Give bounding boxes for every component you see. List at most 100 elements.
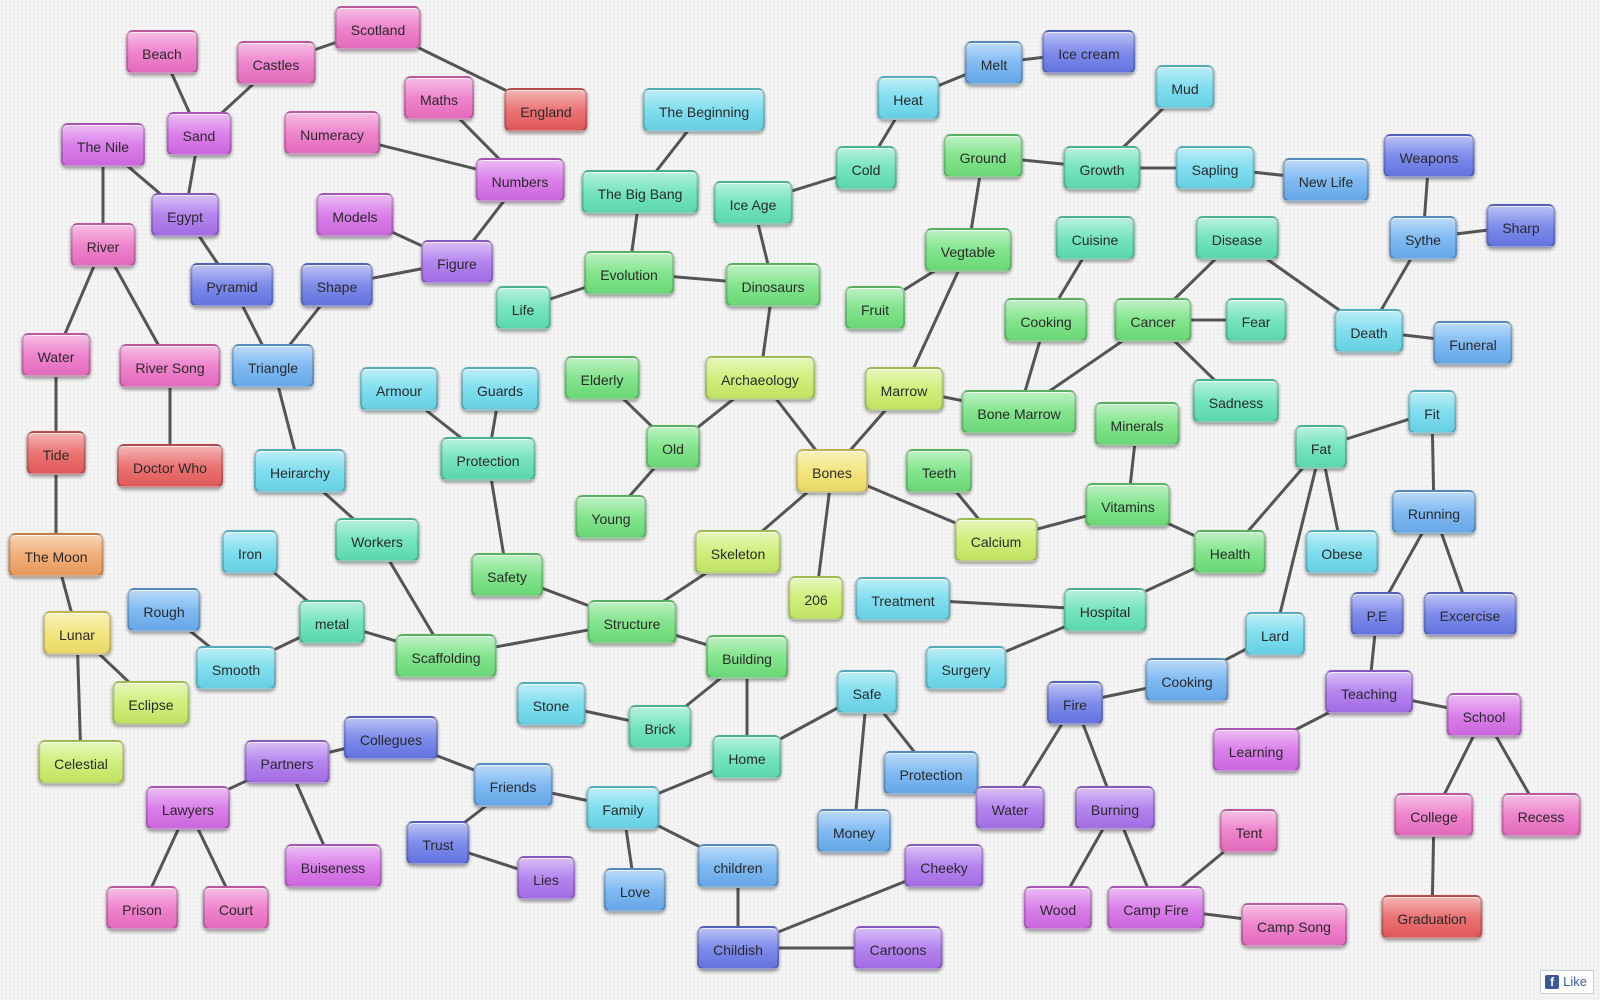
node-court[interactable]: Court xyxy=(202,886,270,930)
node-buiseness[interactable]: Buiseness xyxy=(284,844,382,888)
node-safety[interactable]: Safety xyxy=(471,553,543,597)
node-archaeology[interactable]: Archaeology xyxy=(705,356,815,400)
node-cancer[interactable]: Cancer xyxy=(1114,298,1192,342)
node-egypt[interactable]: Egypt xyxy=(151,193,219,237)
node-young[interactable]: Young xyxy=(575,495,647,539)
node-newlife[interactable]: New Life xyxy=(1282,158,1370,202)
node-lawyers[interactable]: Lawyers xyxy=(145,786,231,830)
node-heirarchy[interactable]: Heirarchy xyxy=(254,449,346,493)
node-n206[interactable]: 206 xyxy=(788,576,844,620)
node-workers[interactable]: Workers xyxy=(335,518,419,562)
node-melt[interactable]: Melt xyxy=(964,41,1024,85)
node-fear[interactable]: Fear xyxy=(1225,298,1287,342)
node-growth[interactable]: Growth xyxy=(1063,146,1141,190)
node-home[interactable]: Home xyxy=(712,735,782,779)
node-vegtable[interactable]: Vegtable xyxy=(924,228,1012,272)
node-pe[interactable]: P.E xyxy=(1350,592,1404,636)
node-ground[interactable]: Ground xyxy=(943,134,1023,178)
node-vitamins[interactable]: Vitamins xyxy=(1085,483,1171,527)
node-water2[interactable]: Water xyxy=(975,786,1045,830)
node-fire[interactable]: Fire xyxy=(1046,681,1104,725)
node-disease[interactable]: Disease xyxy=(1195,216,1279,260)
node-recess[interactable]: Recess xyxy=(1501,793,1581,837)
node-teaching[interactable]: Teaching xyxy=(1324,670,1414,714)
node-cold[interactable]: Cold xyxy=(835,146,897,190)
node-stone[interactable]: Stone xyxy=(516,682,586,726)
node-treatment[interactable]: Treatment xyxy=(855,577,951,621)
node-iron[interactable]: Iron xyxy=(221,530,279,574)
node-running[interactable]: Running xyxy=(1391,490,1477,534)
node-shape[interactable]: Shape xyxy=(300,263,374,307)
node-doctorwho[interactable]: Doctor Who xyxy=(117,444,223,488)
node-water1[interactable]: Water xyxy=(21,333,91,377)
node-school[interactable]: School xyxy=(1446,693,1522,737)
node-surgery[interactable]: Surgery xyxy=(925,646,1007,690)
node-funeral[interactable]: Funeral xyxy=(1433,321,1513,365)
node-fit[interactable]: Fit xyxy=(1408,390,1456,434)
node-lies[interactable]: Lies xyxy=(517,856,575,900)
node-cheeky[interactable]: Cheeky xyxy=(904,844,984,888)
node-eclipse[interactable]: Eclipse xyxy=(112,681,190,725)
node-beach[interactable]: Beach xyxy=(126,30,198,74)
node-brick[interactable]: Brick xyxy=(628,705,692,749)
node-calcium[interactable]: Calcium xyxy=(954,518,1038,562)
node-sand[interactable]: Sand xyxy=(166,112,232,156)
node-building[interactable]: Building xyxy=(706,635,788,679)
node-england[interactable]: England xyxy=(504,88,588,132)
node-metal[interactable]: metal xyxy=(298,600,366,644)
node-hospital[interactable]: Hospital xyxy=(1063,588,1147,632)
node-triangle[interactable]: Triangle xyxy=(231,344,315,388)
node-friends[interactable]: Friends xyxy=(473,763,553,807)
node-evolution[interactable]: Evolution xyxy=(584,251,674,295)
node-dinosaurs[interactable]: Dinosaurs xyxy=(725,263,821,307)
node-collegues[interactable]: Collegues xyxy=(343,716,439,760)
node-pyramid[interactable]: Pyramid xyxy=(190,263,274,307)
node-college[interactable]: College xyxy=(1394,793,1474,837)
node-elderly[interactable]: Elderly xyxy=(564,356,640,400)
node-tent[interactable]: Tent xyxy=(1219,809,1279,853)
node-celestial[interactable]: Celestial xyxy=(38,740,124,784)
like-button[interactable]: f Like xyxy=(1540,970,1594,994)
node-graduation[interactable]: Graduation xyxy=(1381,895,1483,939)
node-models[interactable]: Models xyxy=(316,193,394,237)
node-sharp[interactable]: Sharp xyxy=(1486,204,1556,248)
node-themoon[interactable]: The Moon xyxy=(8,533,104,577)
node-icecream[interactable]: Ice cream xyxy=(1042,30,1136,74)
node-thebeginning[interactable]: The Beginning xyxy=(642,88,766,132)
node-burning[interactable]: Burning xyxy=(1074,786,1156,830)
node-scaffolding[interactable]: Scaffolding xyxy=(395,634,497,678)
node-love[interactable]: Love xyxy=(603,868,667,912)
node-figure[interactable]: Figure xyxy=(421,240,493,284)
node-lunar[interactable]: Lunar xyxy=(43,611,111,655)
node-wood[interactable]: Wood xyxy=(1023,886,1093,930)
node-life[interactable]: Life xyxy=(495,286,551,330)
node-numeracy[interactable]: Numeracy xyxy=(284,111,380,155)
node-minerals[interactable]: Minerals xyxy=(1094,402,1180,446)
node-weapons[interactable]: Weapons xyxy=(1383,134,1475,178)
node-guards[interactable]: Guards xyxy=(461,367,539,411)
node-scotland[interactable]: Scotland xyxy=(334,6,422,50)
node-river[interactable]: River xyxy=(70,223,136,267)
node-fruit[interactable]: Fruit xyxy=(845,286,905,330)
node-teeth[interactable]: Teeth xyxy=(905,449,973,493)
node-obese[interactable]: Obese xyxy=(1305,530,1379,574)
node-partners[interactable]: Partners xyxy=(244,740,330,784)
node-learning[interactable]: Learning xyxy=(1212,728,1300,772)
node-lard[interactable]: Lard xyxy=(1244,612,1306,656)
node-children[interactable]: children xyxy=(697,844,779,888)
node-bonemarrow[interactable]: Bone Marrow xyxy=(961,390,1077,434)
node-sythe[interactable]: Sythe xyxy=(1389,216,1457,260)
node-safe[interactable]: Safe xyxy=(836,670,898,714)
node-skeleton[interactable]: Skeleton xyxy=(694,530,782,574)
node-thenile[interactable]: The Nile xyxy=(60,123,146,167)
node-health[interactable]: Health xyxy=(1193,530,1267,574)
node-prison[interactable]: Prison xyxy=(106,886,178,930)
node-cuisine[interactable]: Cuisine xyxy=(1055,216,1135,260)
node-childish[interactable]: Childish xyxy=(697,926,779,970)
node-mud[interactable]: Mud xyxy=(1155,65,1215,109)
node-riversong[interactable]: River Song xyxy=(119,344,221,388)
node-fat[interactable]: Fat xyxy=(1294,425,1348,469)
node-old[interactable]: Old xyxy=(646,425,700,469)
node-family[interactable]: Family xyxy=(586,786,660,830)
node-rough[interactable]: Rough xyxy=(127,588,201,632)
